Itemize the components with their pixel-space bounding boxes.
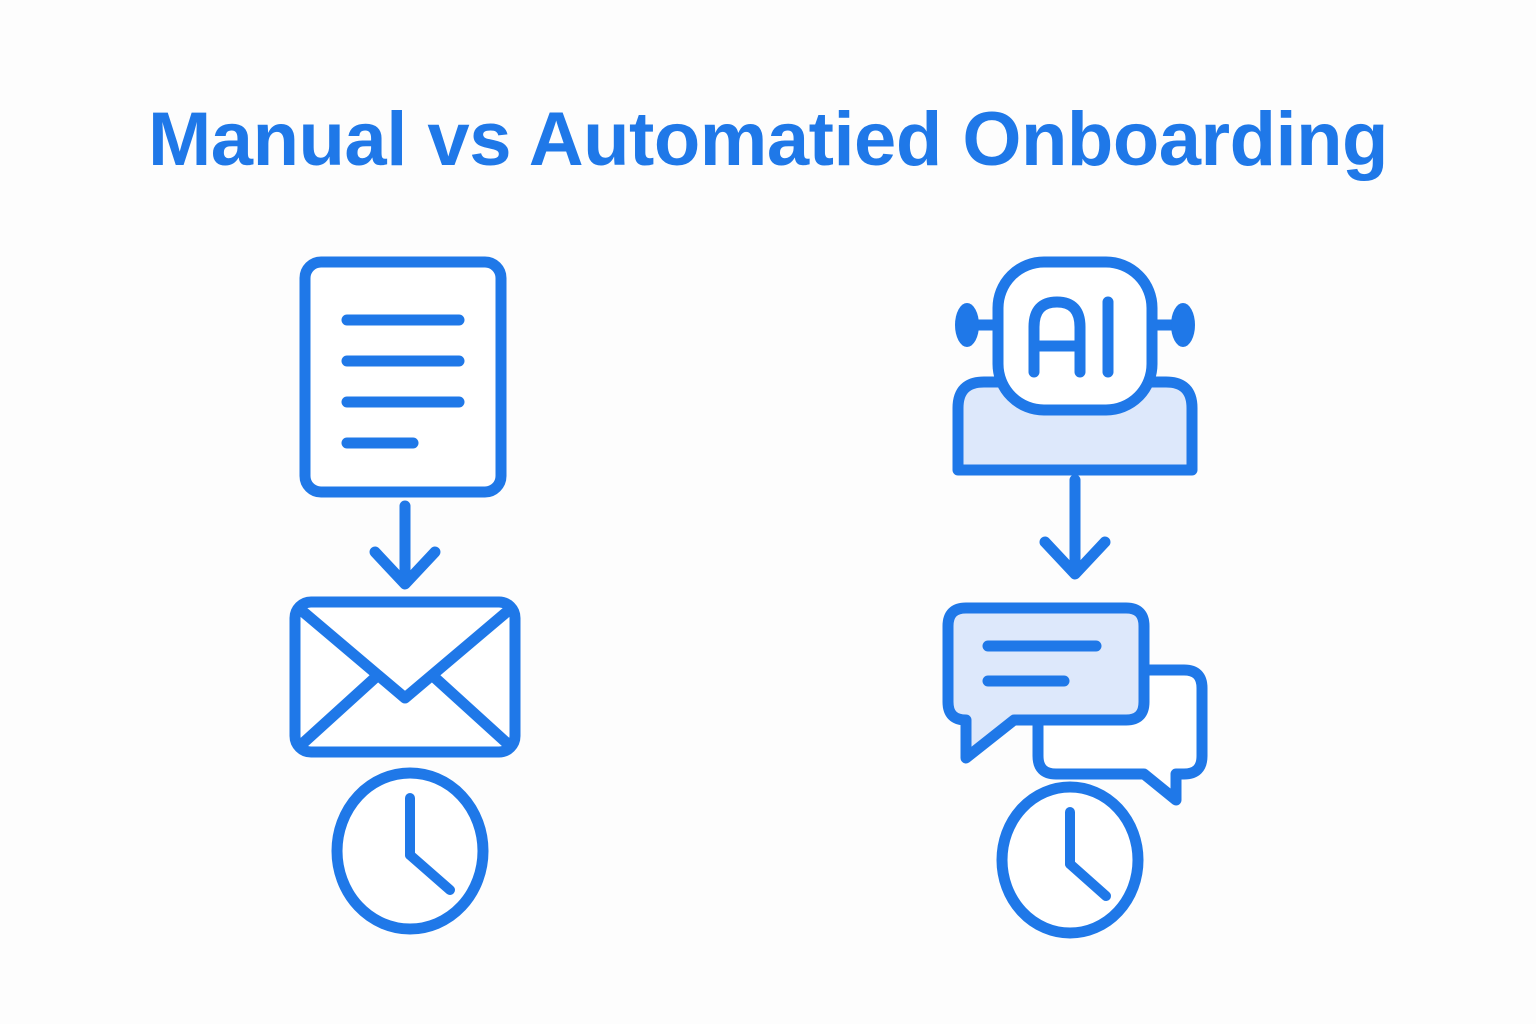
chat-bubbles-icon <box>942 602 1208 806</box>
clock-icon <box>331 767 489 935</box>
envelope-icon <box>289 596 521 758</box>
arrow-down-icon <box>369 500 441 590</box>
automated-flow-column: AI <box>870 240 1270 960</box>
arrow-down-icon <box>1039 474 1111 580</box>
page-title: Manual vs Automatied Onboarding <box>148 97 1388 182</box>
document-icon <box>299 256 507 498</box>
ai-robot-icon: AI <box>952 256 1198 476</box>
manual-flow-column <box>205 240 605 960</box>
clock-icon <box>996 781 1144 939</box>
